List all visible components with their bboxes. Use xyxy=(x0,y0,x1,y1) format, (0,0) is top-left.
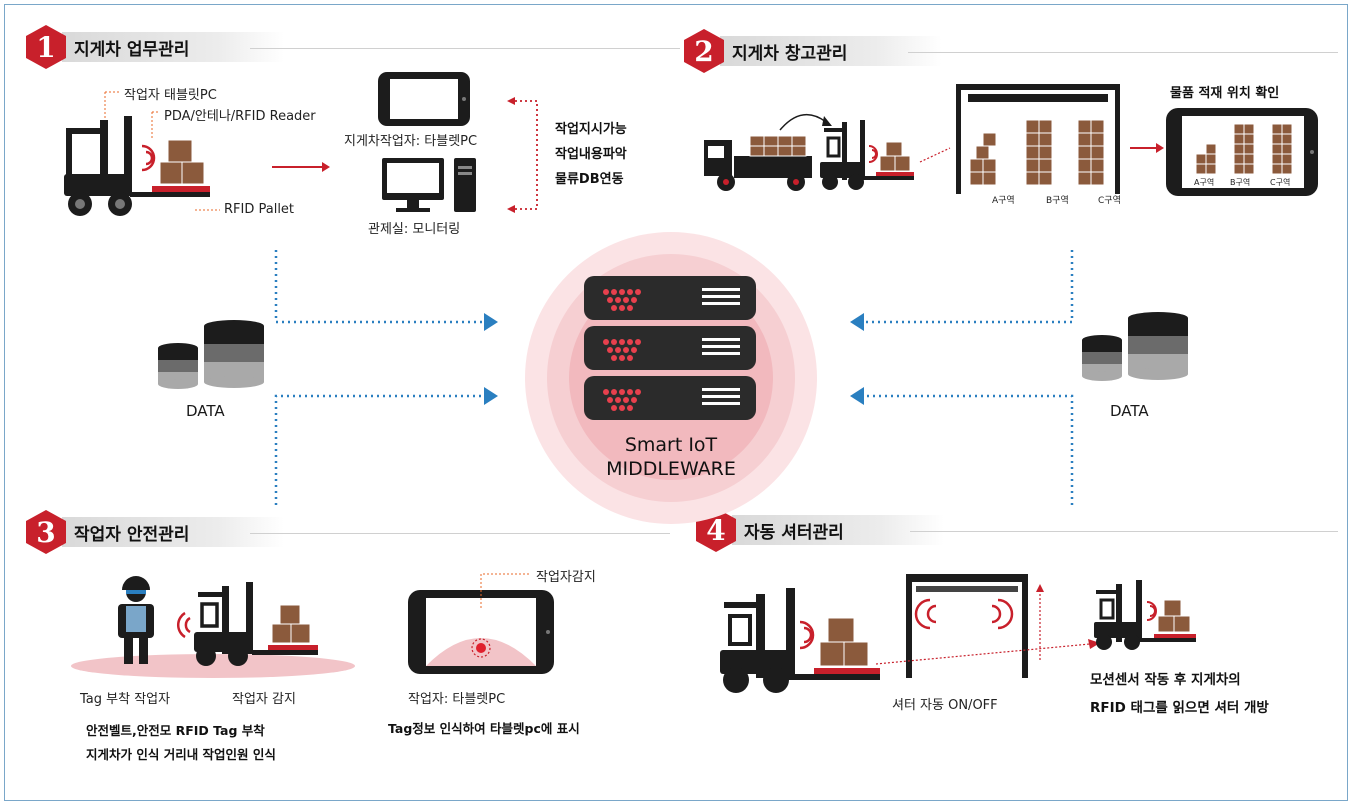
forklift-small-2-icon xyxy=(1094,580,1196,650)
hexagon-2-icon xyxy=(684,29,724,73)
section-3-number: 3 xyxy=(36,515,56,549)
detect-leader-line xyxy=(480,573,531,608)
safety-desc-line2: 지게차가 인식 거리내 작업인원 인식 xyxy=(86,747,276,762)
worker-icon xyxy=(118,576,154,664)
function-item: 물류DB연동 xyxy=(555,172,624,187)
tablet-label: 작업자 태블릿PC xyxy=(124,88,217,103)
section-2-title: 2 지게차 창고관리 xyxy=(684,29,942,73)
zone-label: C구역 xyxy=(1098,196,1121,206)
hexagon-3-icon xyxy=(26,510,66,554)
section-4-number: 4 xyxy=(706,513,726,547)
pallet-label: RFID Pallet xyxy=(224,202,295,217)
tag-display-label: Tag정보 인식하여 타블렛pc에 표시 xyxy=(388,721,580,736)
section-2-label: 지게차 창고관리 xyxy=(720,36,942,66)
server-icon xyxy=(584,276,756,420)
section-3-label: 작업자 안전관리 xyxy=(62,517,284,547)
shutter-gate-icon xyxy=(906,574,1028,678)
arrow-right-icon xyxy=(272,162,330,172)
worker-tablet-label: 작업자: 타블렛PC xyxy=(408,692,506,707)
section-4-label: 자동 셔터관리 xyxy=(732,515,944,545)
forklift-icon xyxy=(64,116,210,216)
worker-detect-label: 작업자 감지 xyxy=(232,692,296,707)
tablet-zone-label: C구역 xyxy=(1270,178,1291,187)
function-item: 작업지시가능 xyxy=(555,122,627,137)
tablet-detect-icon xyxy=(408,590,554,674)
operator-label: 지게차작업자: 타블렛PC xyxy=(344,134,478,149)
section-1-number: 1 xyxy=(36,30,56,64)
database-right-icon xyxy=(1082,312,1188,381)
shutter-desc-line2: RFID 태그를 읽으면 셔터 개방 xyxy=(1090,700,1269,716)
desktop-pc-icon xyxy=(382,158,476,212)
tablet-zone-label: A구역 xyxy=(1194,178,1215,187)
shutter-up-arrow xyxy=(1036,584,1044,660)
rfid-signal-icon xyxy=(176,611,191,639)
data-left-label: DATA xyxy=(186,402,225,420)
safety-desc-line1: 안전벨트,안전모 RFID Tag 부착 xyxy=(86,723,265,738)
arrow-right-icon xyxy=(1130,143,1164,153)
location-check-label: 물품 적재 위치 확인 xyxy=(1170,86,1280,101)
zone-label: A구역 xyxy=(992,196,1015,206)
forklift-detect-icon xyxy=(194,582,318,666)
control-room-label: 관제실: 모니터링 xyxy=(368,222,461,237)
tablet-zone-label: B구역 xyxy=(1230,178,1251,187)
section-1-label: 지게차 업무관리 xyxy=(62,32,284,62)
data-right-label: DATA xyxy=(1110,402,1149,420)
truck-icon xyxy=(704,135,812,191)
warehouse-racks xyxy=(956,84,1120,194)
forklift-shutter-icon xyxy=(720,588,880,693)
section-2-number: 2 xyxy=(694,34,714,68)
forklift-small-icon xyxy=(820,120,914,190)
tablet-icon xyxy=(378,72,470,126)
dotted-arrow-icon xyxy=(919,147,951,163)
reader-label: PDA/안테나/RFID Reader xyxy=(164,109,316,124)
tag-worker-label: Tag 부착 작업자 xyxy=(80,692,171,707)
label-leaders xyxy=(104,91,220,211)
section-3-rule xyxy=(250,533,670,534)
middleware-title-line2: MIDDLEWARE xyxy=(606,458,736,480)
shutter-desc-line1: 모션센서 작동 후 지게차의 xyxy=(1090,672,1241,688)
dotted-flow-arrow xyxy=(875,639,1100,665)
diagram-frame xyxy=(4,4,1348,801)
bidirectional-bracket xyxy=(507,97,538,213)
section-1-title: 1 지게차 업무관리 xyxy=(26,25,284,69)
detect-label: 작업자감지 xyxy=(536,570,596,585)
shutter-auto-label: 셔터 자동 ON/OFF xyxy=(892,698,998,713)
section-4-title: 4 자동 셔터관리 xyxy=(696,508,944,552)
section-1-rule xyxy=(250,48,680,49)
curved-arrow-icon xyxy=(779,113,832,131)
database-left-icon xyxy=(158,320,264,389)
section-2-rule xyxy=(908,52,1338,53)
hexagon-1-icon xyxy=(26,25,66,69)
section-3-title: 3 작업자 안전관리 xyxy=(26,510,284,554)
section-4-rule xyxy=(910,531,1338,532)
zone-label: B구역 xyxy=(1046,196,1069,206)
function-item: 작업내용파악 xyxy=(555,147,627,162)
middleware-title-line1: Smart IoT xyxy=(624,434,718,456)
tablet-zones-icon xyxy=(1166,108,1318,196)
